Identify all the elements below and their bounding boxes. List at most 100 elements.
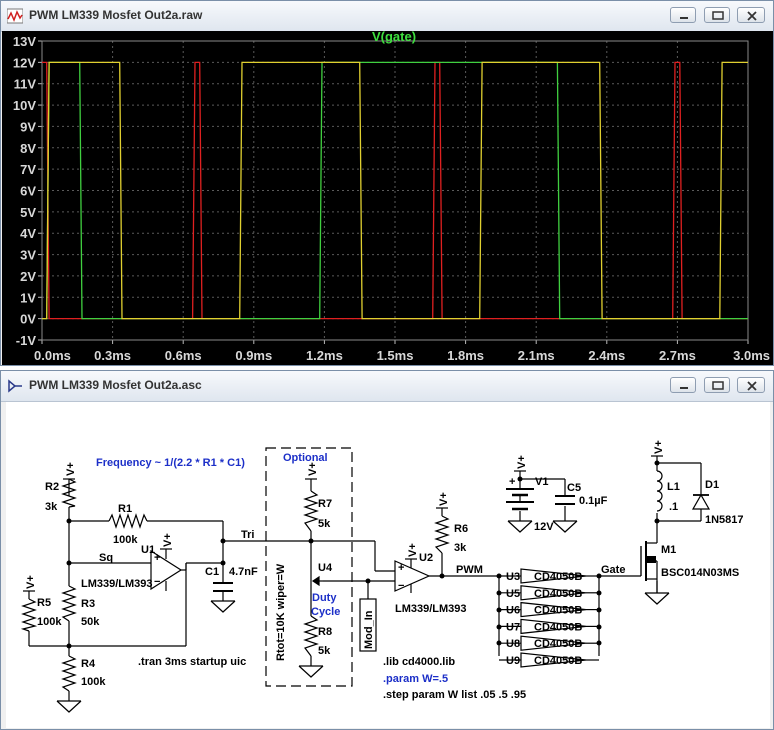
capacitor-c1[interactable] (213, 582, 233, 592)
schematic-window-title: PWM LM339 Mosfet Out2a.asc (29, 378, 202, 392)
schematic-labels: Frequency ~ 1/(2.2 * R1 * C1) Optional R… (25, 440, 744, 701)
tran-directive: .tran 3ms startup uic (138, 656, 246, 668)
resistor-r6[interactable] (434, 515, 450, 554)
waveform-titlebar[interactable]: PWM LM339 Mosfet Out2a.raw (1, 1, 773, 32)
r6-ref: R6 (454, 523, 468, 535)
vcc-r7: V+ (307, 462, 319, 476)
resistor-r5[interactable] (20, 598, 38, 632)
schematic-close-button[interactable] (737, 377, 765, 393)
comparator-u1[interactable]: + − (150, 549, 223, 591)
r8-ref: R8 (318, 626, 332, 638)
inductor-l1[interactable] (656, 470, 663, 512)
junction-dots (66, 460, 660, 649)
buffer-triangle (520, 601, 587, 618)
waveform-maximize-button[interactable] (703, 7, 730, 23)
buffer-value: CD4050B (534, 621, 582, 633)
waveform-window-title: PWM LM339 Mosfet Out2a.raw (29, 8, 203, 22)
x-tick-label: 1.5ms (377, 348, 414, 363)
duty-note: Duty (312, 592, 337, 604)
wires (28, 456, 702, 701)
schematic-maximize-button[interactable] (703, 377, 730, 393)
trace-label[interactable]: V(gate) (372, 31, 416, 44)
y-tick-label: 6V (20, 184, 36, 199)
svg-text:−: − (154, 576, 160, 588)
x-tick-label: 1.2ms (306, 348, 343, 363)
cycle-note: Cycle (311, 606, 340, 618)
close-icon (747, 11, 757, 21)
r5-value: 100k (37, 616, 62, 628)
y-tick-label: 8V (20, 141, 36, 156)
buffer-ref: U3 (506, 571, 520, 583)
comparator-u2[interactable]: + − (394, 559, 431, 593)
net-pwm: PWM (456, 564, 483, 576)
schematic-titlebar[interactable]: PWM LM339 Mosfet Out2a.asc (1, 371, 773, 402)
y-tick-label: 1V (20, 290, 36, 305)
buffer-ref: U7 (506, 621, 520, 633)
frequency-note: Frequency ~ 1/(2.2 * R1 * C1) (96, 457, 245, 469)
buffer-triangle (520, 585, 587, 601)
u2-value: LM339/LM393 (395, 603, 467, 615)
buffer-u7[interactable]: U7 CD4050B (499, 618, 599, 635)
x-tick-label: 3.0ms (733, 348, 770, 363)
plot-frame (41, 40, 749, 341)
optional-box (265, 447, 353, 687)
series-line-2 (42, 61, 748, 320)
x-tick-label: 0.3ms (94, 348, 131, 363)
buffer-value: CD4050B (534, 605, 582, 617)
resistor-r7[interactable] (303, 490, 319, 532)
r3-ref: R3 (81, 598, 95, 610)
r5-ref: R5 (37, 597, 51, 609)
voltage-source-v1[interactable]: + (506, 476, 534, 511)
schematic-window[interactable]: PWM LM339 Mosfet Out2a.asc (0, 370, 774, 730)
schematic-app-icon (8, 379, 22, 393)
r6-value: 3k (454, 542, 467, 554)
r8-value: 5k (318, 645, 331, 657)
y-tick-label: 3V (20, 248, 36, 263)
resistor-r1[interactable] (108, 513, 148, 529)
lib-directive: .lib cd4000.lib (383, 656, 455, 668)
param-directive: .param W=.5 (383, 673, 448, 685)
resistor-r4[interactable] (61, 655, 77, 692)
mosfet-m1[interactable] (640, 536, 658, 593)
vcc-l1: V+ (653, 440, 665, 454)
waveform-close-button[interactable] (737, 7, 765, 23)
svg-text:+: + (398, 562, 404, 574)
ground-symbols (56, 520, 670, 713)
y-tick-label: 4V (20, 226, 36, 241)
potentiometer-u4-wiper[interactable] (311, 575, 323, 587)
optional-note: Optional (283, 452, 328, 464)
r1-ref: R1 (118, 503, 132, 515)
buffer-ref: U9 (506, 655, 520, 667)
v1-value: 12V (534, 521, 554, 533)
x-tick-label: 0.9ms (235, 348, 272, 363)
diode-d1[interactable] (691, 479, 711, 510)
mod-in-flag[interactable] (359, 598, 377, 652)
r1-value: 100k (113, 534, 138, 546)
r2-ref: R2 (45, 481, 59, 493)
resistor-r8[interactable] (303, 615, 319, 657)
plot-series (42, 61, 748, 320)
x-tick-label: 2.7ms (659, 348, 696, 363)
x-tick-label: 0.6ms (165, 348, 202, 363)
schematic-minimize-button[interactable] (670, 377, 697, 393)
svg-text:+: + (509, 476, 515, 488)
capacitor-c5[interactable] (555, 495, 575, 505)
resistor-r3[interactable] (61, 585, 77, 622)
maximize-icon (711, 11, 724, 20)
v1-ref: V1 (535, 476, 548, 488)
resistor-r2[interactable] (61, 478, 77, 508)
waveform-minimize-button[interactable] (670, 7, 697, 23)
x-tick-label: 2.4ms (588, 348, 625, 363)
